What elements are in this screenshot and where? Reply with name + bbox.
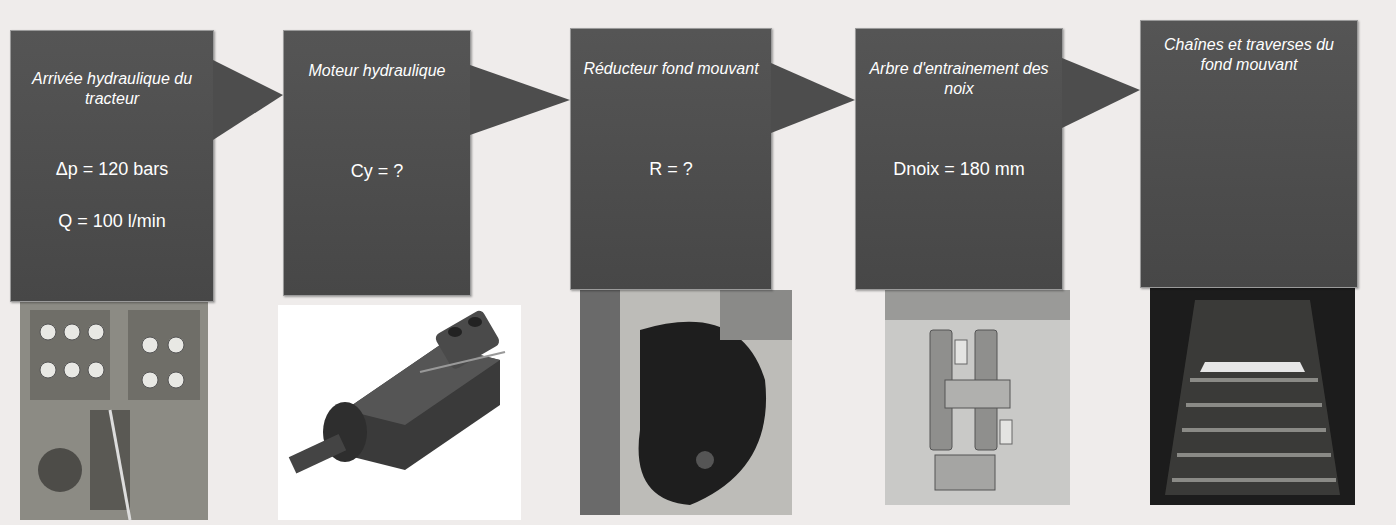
box-value: R = ?	[577, 159, 765, 179]
callout-pointer	[1062, 58, 1140, 128]
box-heading: Arbre d'entrainement des noix	[862, 59, 1056, 99]
callout-box: Chaînes et traverses du fond mouvant	[1140, 20, 1358, 288]
callout-pointer	[771, 63, 855, 133]
box-value: Dnoix = 180 mm	[862, 159, 1056, 179]
callout-box: Moteur hydraulique Cy = ?	[283, 30, 471, 296]
box-value: Q = 100 l/min	[17, 211, 207, 231]
callout-box: Arrivée hydraulique du tracteur Δp = 120 …	[10, 30, 214, 302]
reducer-photo	[580, 290, 792, 515]
callout-pointer	[470, 65, 570, 135]
floor-photo	[1150, 285, 1355, 505]
callout-pointer	[213, 60, 283, 140]
box-value: Cy = ?	[290, 161, 464, 181]
box-heading: Moteur hydraulique	[290, 61, 464, 81]
box-value: Δp = 120 bars	[17, 159, 207, 179]
callout-box: Arbre d'entrainement des noixDnoix = 180…	[855, 28, 1063, 290]
box-heading: Réducteur fond mouvant	[577, 59, 765, 79]
box-heading: Arrivée hydraulique du tracteur	[17, 69, 207, 109]
motor-photo	[278, 305, 521, 520]
box-heading: Chaînes et traverses du fond mouvant	[1147, 35, 1351, 75]
coupler-photo	[20, 298, 208, 520]
callout-box: Réducteur fond mouvant R = ?	[570, 28, 772, 290]
sprocket-photo	[885, 290, 1070, 505]
